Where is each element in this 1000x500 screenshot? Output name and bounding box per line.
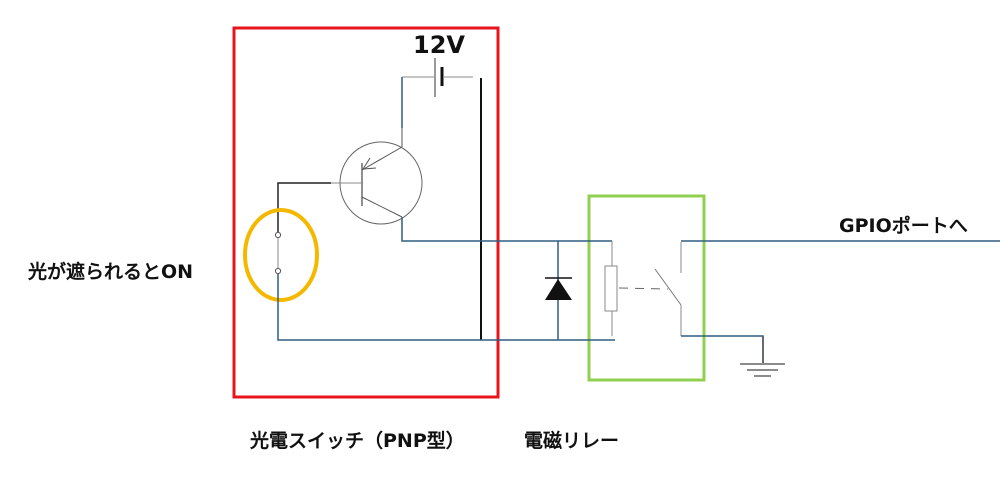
sensor-return-wire [277, 274, 615, 341]
relay-switch-icon [654, 242, 682, 336]
relay-box [587, 194, 706, 382]
photo-switch-box [232, 26, 500, 399]
ground-icon [740, 336, 785, 377]
photo-switch-label: 光電スイッチ（PNP型） [250, 430, 465, 452]
pnp-transistor-icon [331, 128, 423, 225]
sensor-highlight [243, 208, 319, 302]
base-wire [277, 182, 331, 220]
relay-coil-icon [604, 241, 669, 336]
relay-label: 電磁リレー [524, 430, 620, 452]
sensor-note-label: 光が遮られるとON [28, 261, 194, 283]
voltage-label: 12V [413, 31, 465, 59]
ground-wire [681, 335, 764, 363]
diode-icon [545, 241, 572, 340]
collector-wire [401, 217, 612, 242]
battery-icon [402, 58, 473, 97]
sensor-contact-icon [274, 220, 282, 275]
gpio-label: GPIOポートへ [839, 215, 968, 237]
